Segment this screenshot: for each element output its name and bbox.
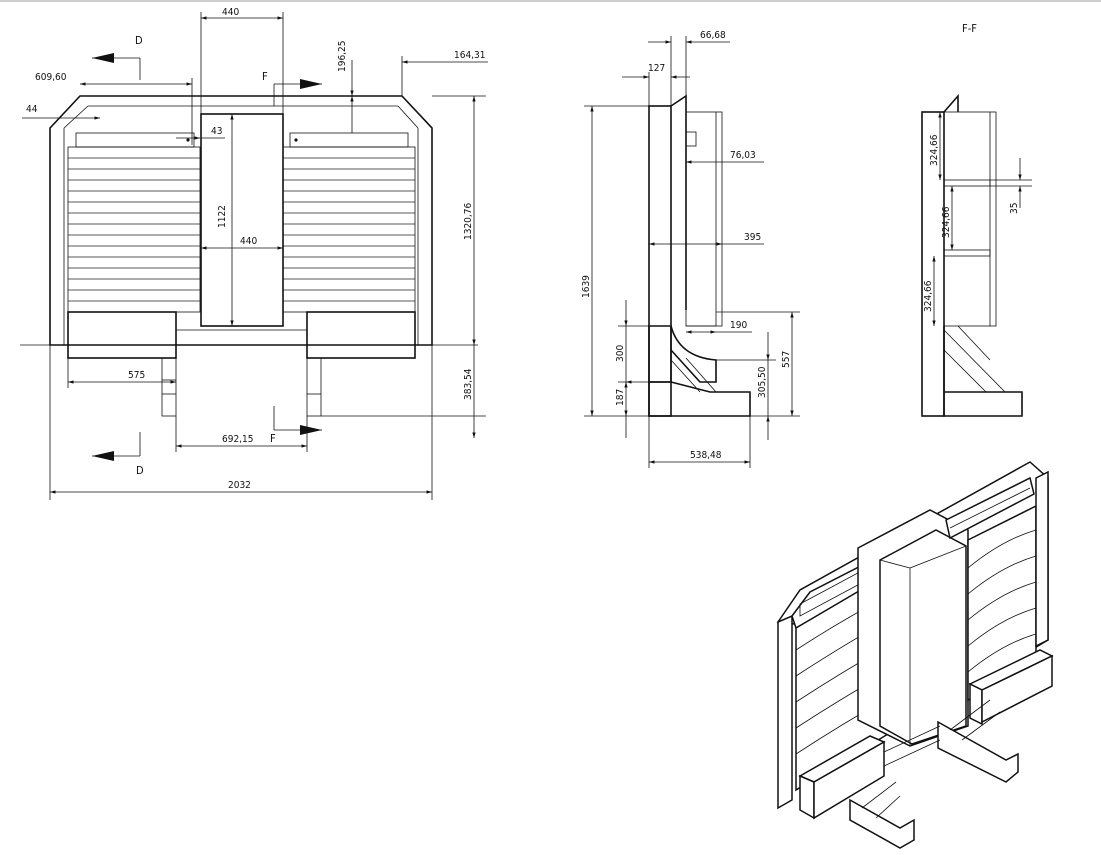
sheet-top-border bbox=[0, 0, 1101, 2]
right-bin bbox=[306, 311, 416, 359]
section-title: F-F bbox=[962, 22, 977, 35]
svg-text:D: D bbox=[136, 464, 144, 477]
dim-shelf-2: 324,66 bbox=[941, 206, 952, 238]
dim-door-width-mid: 440 bbox=[240, 236, 257, 247]
dim-door-height: 1122 bbox=[217, 205, 228, 228]
dim-body-height: 1320,76 bbox=[463, 203, 474, 240]
side-frame-post bbox=[648, 105, 672, 417]
section-cabinet bbox=[943, 111, 997, 327]
dim-shelf-1: 324,66 bbox=[929, 134, 940, 166]
dim-side-height: 1639 bbox=[581, 275, 592, 298]
dim-edge-44: 44 bbox=[26, 104, 38, 115]
dim-side-187: 187 bbox=[615, 389, 626, 406]
dim-side-66: 66,68 bbox=[700, 30, 726, 41]
dim-side-395: 395 bbox=[744, 232, 761, 243]
dim-side-300: 300 bbox=[615, 345, 626, 362]
isometric-view bbox=[776, 461, 1054, 849]
section-marker-d-top: D bbox=[92, 34, 143, 80]
svg-text:D: D bbox=[135, 34, 143, 47]
section-marker-d-bottom: D bbox=[92, 432, 144, 477]
dim-total-width: 2032 bbox=[228, 480, 251, 491]
section-shelf-lower bbox=[943, 249, 991, 257]
left-bin bbox=[67, 311, 177, 359]
side-bin bbox=[648, 325, 672, 383]
dim-shelf-3: 324,66 bbox=[923, 280, 934, 312]
left-slat-panel bbox=[67, 146, 201, 313]
dim-side-127: 127 bbox=[648, 63, 665, 74]
dim-side-190: 190 bbox=[730, 320, 747, 331]
section-view-f-f: F-F 324,66 324,66 324,66 35 bbox=[921, 22, 1032, 417]
svg-text:F: F bbox=[262, 70, 268, 83]
left-leg bbox=[161, 357, 177, 417]
dim-leg-span: 692,15 bbox=[222, 434, 253, 445]
svg-text:F: F bbox=[270, 432, 276, 445]
right-leg bbox=[306, 357, 322, 417]
iso-left-plate bbox=[777, 614, 793, 810]
left-top-rail bbox=[75, 132, 195, 148]
center-door bbox=[200, 113, 284, 327]
section-marker-f-top: F bbox=[262, 70, 322, 106]
side-view: 1639 127 66,68 76,03 395 190 300 bbox=[581, 30, 800, 468]
right-top-rail bbox=[289, 132, 409, 148]
dim-shelf-gap: 35 bbox=[1009, 203, 1020, 214]
right-slat-panel bbox=[282, 146, 416, 313]
dim-leg-height: 383,54 bbox=[463, 368, 474, 400]
dim-side-557: 557 bbox=[781, 351, 792, 368]
side-door-panel bbox=[685, 111, 723, 327]
dim-side-base: 538,48 bbox=[690, 450, 722, 461]
dim-base-575: 575 bbox=[128, 370, 145, 381]
section-shelf-upper bbox=[943, 179, 991, 187]
dim-gap-43: 43 bbox=[211, 126, 222, 137]
dim-side-76: 76,03 bbox=[730, 150, 756, 161]
section-marker-f-bottom: F bbox=[270, 406, 322, 445]
front-view: 440 609,60 44 43 196,25 164,31 1122 440 … bbox=[20, 7, 488, 500]
dim-chamfer: 164,31 bbox=[454, 50, 485, 61]
dim-top-offset: 196,25 bbox=[337, 41, 348, 72]
dim-door-width-top: 440 bbox=[222, 7, 239, 18]
iso-right-slats bbox=[967, 504, 1037, 702]
dim-side-offset: 609,60 bbox=[35, 72, 67, 83]
dim-side-305: 305,50 bbox=[757, 366, 768, 398]
